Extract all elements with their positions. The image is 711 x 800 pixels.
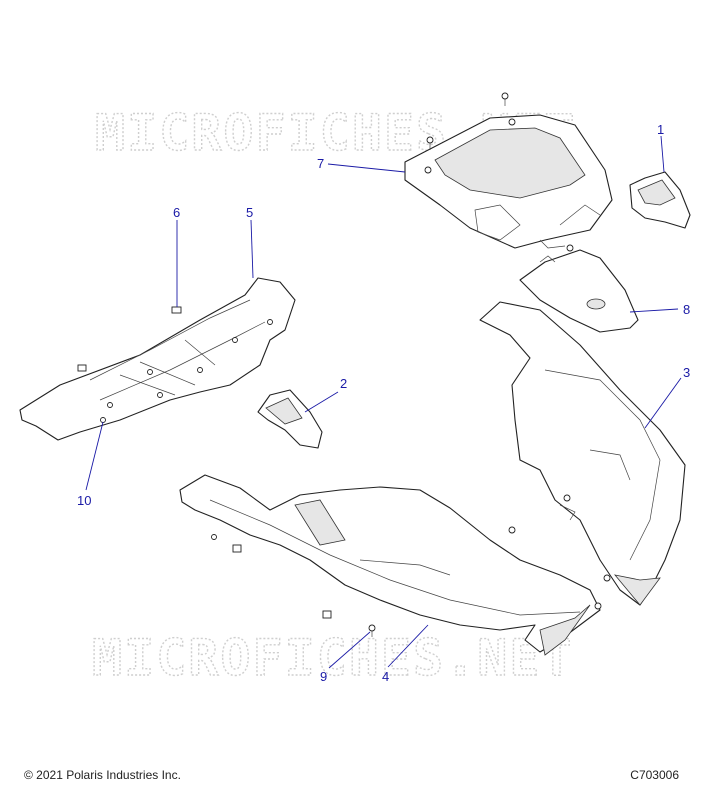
- clip-5b: [77, 364, 87, 372]
- part-2-duct: [257, 389, 323, 449]
- leader-9: [328, 631, 371, 669]
- leader-3: [644, 377, 682, 429]
- fastener-7a: [501, 92, 509, 106]
- callout-4: 4: [382, 669, 389, 684]
- watermark-bottom: MICROFICHES.NET: [92, 629, 574, 687]
- leader-7: [327, 163, 406, 173]
- leader-5: [250, 219, 254, 279]
- figure-id: C703006: [630, 768, 679, 782]
- callout-8: 8: [683, 302, 690, 317]
- leader-10: [85, 421, 104, 491]
- part-3-side-panel: [479, 301, 686, 606]
- part-8-panel: [519, 244, 639, 333]
- callout-5: 5: [246, 205, 253, 220]
- callout-9: 9: [320, 669, 327, 684]
- clip-6: [171, 306, 182, 314]
- callout-10: 10: [77, 493, 91, 508]
- part-7-hood-cover: [404, 114, 613, 249]
- leader-1: [660, 135, 665, 173]
- leader-4: [387, 624, 429, 668]
- callout-1: 1: [657, 122, 664, 137]
- part-5-skid-plate: [19, 277, 296, 441]
- copyright-text: © 2021 Polaris Industries Inc.: [24, 768, 181, 782]
- callout-2: 2: [340, 376, 347, 391]
- fastener-7b: [426, 136, 434, 150]
- fastener-10: [100, 417, 106, 423]
- fastener-9: [368, 624, 376, 637]
- callout-6: 6: [173, 205, 180, 220]
- leader-8: [629, 308, 679, 313]
- leader-2: [304, 391, 339, 413]
- callout-7: 7: [317, 156, 324, 171]
- part-4-lower-panel: [179, 474, 602, 656]
- part-1-duct: [629, 171, 691, 229]
- callout-3: 3: [683, 365, 690, 380]
